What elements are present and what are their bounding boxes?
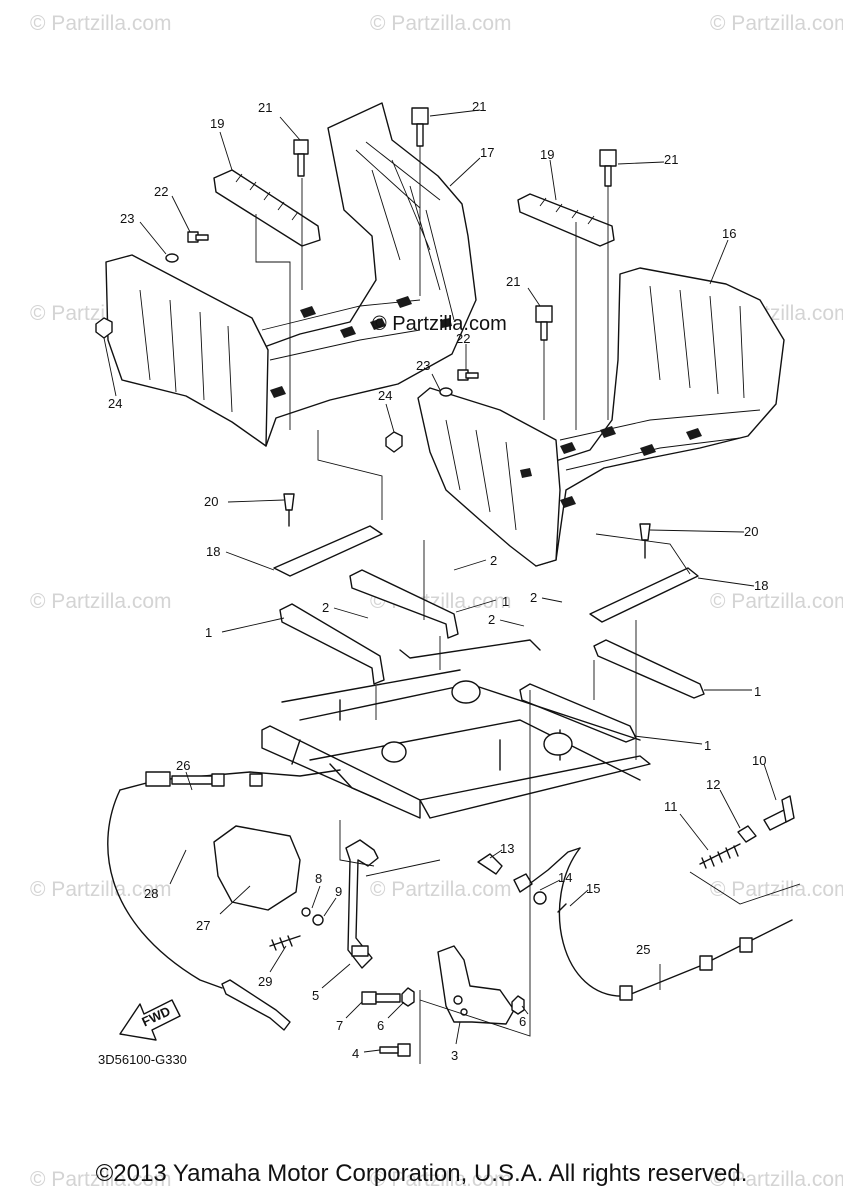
- leader-lines: [103, 109, 777, 1053]
- callout-label: 1: [205, 625, 212, 640]
- callout-label: 3: [451, 1048, 458, 1063]
- watermark: © Partzilla.com: [710, 590, 843, 613]
- callout-label: 22: [154, 184, 168, 199]
- callout-label: 18: [206, 544, 220, 559]
- callout-label: 20: [204, 494, 218, 509]
- watermark: © Partzilla.com: [370, 12, 512, 35]
- brake-bracket: [361, 847, 581, 1057]
- callout-label: 2: [322, 600, 329, 615]
- watermark: © Partzilla.com: [30, 878, 172, 901]
- callout-label: 2: [490, 553, 497, 568]
- center-watermark: © Partzilla.com: [372, 313, 507, 335]
- left-footrest-assembly: [105, 102, 477, 447]
- callout-label: 28: [144, 886, 158, 901]
- callout-label: 18: [754, 578, 768, 593]
- callout-label: 23: [120, 211, 134, 226]
- callout-label: 21: [664, 152, 678, 167]
- fwd-arrow: FWD: [119, 999, 181, 1041]
- callout-label: 19: [540, 147, 554, 162]
- callout-label: 21: [506, 274, 520, 289]
- callout-label: 22: [456, 331, 470, 346]
- callout-label: 2: [488, 612, 495, 627]
- callout-label: 9: [335, 884, 342, 899]
- callout-label: 23: [416, 358, 430, 373]
- callout-label: 11: [664, 799, 678, 814]
- callout-label: 1: [754, 684, 761, 699]
- guide-lines: [255, 146, 801, 1064]
- callout-label: 25: [636, 942, 650, 957]
- callout-label: 24: [378, 388, 392, 403]
- frame: [261, 639, 651, 819]
- callout-label: 1: [704, 738, 711, 753]
- callout-label: 16: [722, 226, 736, 241]
- watermark: © Partzilla.com: [710, 1168, 843, 1191]
- watermark: © Partzilla.com: [710, 878, 843, 901]
- callout-label: 14: [558, 870, 572, 885]
- callout-label: 6: [519, 1014, 526, 1029]
- brake-pedal-assembly: [107, 769, 379, 1031]
- callout-label: 10: [752, 753, 766, 768]
- copyright-notice: ©2013 Yamaha Motor Corporation, U.S.A. A…: [95, 1160, 748, 1187]
- bolts-and-fasteners: [95, 107, 617, 453]
- callout-label: 2: [530, 590, 537, 605]
- foot-peg-left: [213, 169, 321, 247]
- callout-label: 13: [500, 841, 514, 856]
- foot-peg-right: [517, 193, 615, 247]
- callout-label: 8: [315, 871, 322, 886]
- callout-label: 4: [352, 1046, 359, 1061]
- watermark: © Partzilla.com: [710, 12, 843, 35]
- callout-labels: 1 1 1 1 2 2 2 2 3 4 5 6 6 7 8 9 10 11 12…: [108, 99, 768, 1063]
- rivets: [283, 493, 651, 559]
- stays: [279, 569, 705, 743]
- watermark: © Partzilla.com: [370, 1168, 512, 1191]
- callout-label: 29: [258, 974, 272, 989]
- callout-label: 5: [312, 988, 319, 1003]
- watermark: © Partzilla.com: [30, 590, 172, 613]
- diagram-code: 3D56100-G330: [98, 1052, 187, 1067]
- watermark: © Partzilla.com: [30, 12, 172, 35]
- callout-label: 7: [336, 1018, 343, 1033]
- callout-label: 15: [586, 881, 600, 896]
- callout-label: 17: [480, 145, 494, 160]
- callout-label: 12: [706, 777, 720, 792]
- callout-label: 21: [258, 100, 272, 115]
- callout-label: 26: [176, 758, 190, 773]
- right-footrest-assembly: [417, 267, 785, 567]
- callout-label: 20: [744, 524, 758, 539]
- callout-label: 6: [377, 1018, 384, 1033]
- mounting-brackets: [273, 525, 699, 623]
- callout-label: 1: [502, 594, 509, 609]
- callout-label: 27: [196, 918, 210, 933]
- callout-label: 21: [472, 99, 486, 114]
- watermark: © Partzilla.com: [370, 878, 512, 901]
- watermark: © Partzilla.com: [30, 1168, 172, 1191]
- brake-cable-assembly: [558, 795, 795, 1001]
- callout-label: 24: [108, 396, 122, 411]
- callout-label: 19: [210, 116, 224, 131]
